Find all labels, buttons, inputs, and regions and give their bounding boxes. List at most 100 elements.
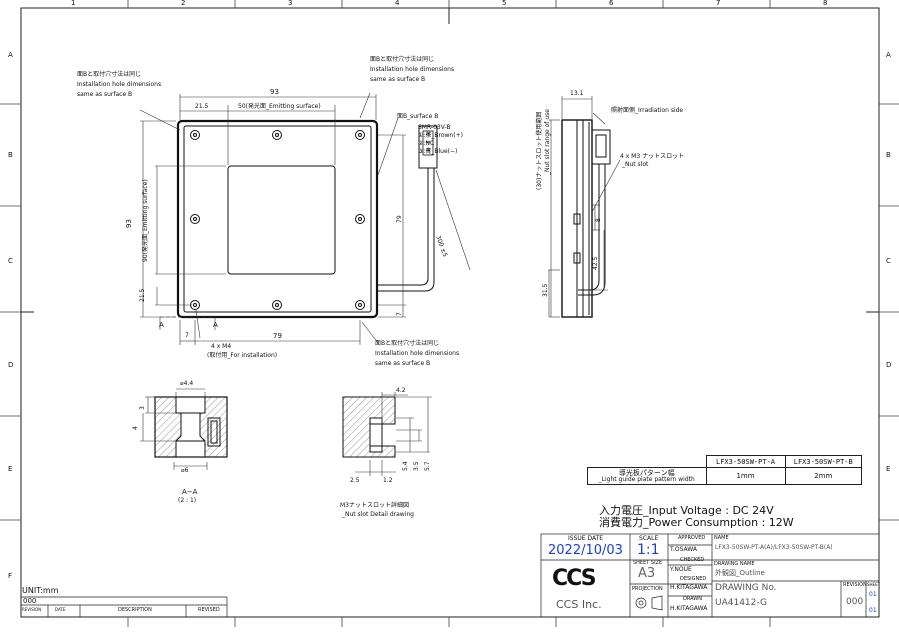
- company-logo: CCS: [552, 566, 597, 591]
- dim-8-side: 8: [595, 218, 602, 222]
- projection-label: PROJECTION: [632, 586, 663, 592]
- dim-7-bottom: 7: [185, 332, 189, 339]
- rev-col-description: DESCRIPTION: [118, 607, 152, 613]
- checked-label: CHECKED: [680, 557, 705, 563]
- scale-value: 1:1: [637, 542, 660, 558]
- col-label-6: 6: [609, 0, 614, 7]
- spec-power-consumption: 消費電力_Power Consumption : 12W: [599, 516, 794, 529]
- product-name: LFX3-50SW-PT-A(A)/LFX3-50SW-PT-B(A): [715, 544, 833, 551]
- row-label-d-right: D: [886, 361, 892, 369]
- designed-label: DESIGNED: [680, 576, 707, 582]
- connector-pin3: ③:青_Blue(−): [418, 148, 458, 155]
- dim-42-5: 42.5: [592, 256, 599, 270]
- col-label-1: 1: [71, 0, 76, 7]
- dim-3-section: 3: [139, 406, 146, 410]
- pattern-label-jp: 導光板パターン幅: [618, 468, 675, 477]
- dim-4-section: 4: [132, 426, 139, 430]
- dim-13-1: 13.1: [570, 90, 584, 97]
- nut-detail-title: M3ナットスロット詳細図: [340, 502, 409, 509]
- row-label-c: C: [8, 257, 13, 265]
- front-note-top-jp: 面Bと取付穴寸法は同じ: [370, 56, 435, 63]
- dim-93-left: 93: [125, 219, 133, 228]
- drawn-name: H.KITAGAWA: [670, 605, 708, 612]
- front-note-left-en1: Installation hole dimensions: [77, 81, 162, 88]
- dim-21-5-top: 21.5: [195, 103, 209, 110]
- row-label-a-right: A: [886, 51, 891, 59]
- col-label-4: 4: [395, 0, 400, 7]
- checked-name: Y.NOUE: [670, 566, 692, 573]
- drawing-no-label: DRAWING No.: [715, 583, 777, 593]
- connector-model: SMR-03V-B: [418, 124, 451, 131]
- issue-date-value: 2022/10/03: [548, 543, 623, 558]
- col-label-2: 2: [181, 0, 186, 7]
- nut-slot-label: 4 x M3 ナットスロット: [620, 153, 685, 160]
- front-note-top-en1: Installation hole dimensions: [370, 66, 455, 73]
- rev-col-date: DATE: [55, 607, 66, 612]
- col-label-7: 7: [716, 0, 721, 7]
- company-name: CCS Inc.: [556, 598, 602, 611]
- drawing-name-label: DRAWING NAME: [714, 561, 755, 567]
- rev-col-revised: REVISED: [198, 607, 220, 613]
- pattern-header-a: LFX3-50SW-PT-A: [705, 455, 786, 468]
- dim-5-7: 5.7: [424, 461, 431, 471]
- row-label-b-right: B: [886, 151, 891, 159]
- dim-5-4: 5.4: [402, 461, 409, 471]
- pattern-header-b: LFX3-50SW-PT-B: [784, 455, 862, 468]
- dim-dia-6: ⌀6: [181, 467, 189, 474]
- revision-entry: 000: [23, 597, 37, 605]
- sheet-number: 01: [869, 591, 877, 598]
- section-aa-title: A−A: [182, 488, 198, 496]
- front-note-left-jp: 面Bと取付穴寸法は同じ: [77, 71, 142, 78]
- row-label-b: B: [8, 151, 13, 159]
- revision-value: 000: [846, 597, 864, 607]
- dim-90-emitting: 90(発光面_Emitting surface): [142, 179, 149, 262]
- section-aa-scale: (2 : 1): [178, 497, 197, 504]
- section-mark-right: A: [213, 321, 218, 329]
- dim-1-2: 1.2: [383, 477, 393, 484]
- dim-21-5-left: 21.5: [139, 288, 146, 302]
- pattern-label-en: _Light guide plate pattern width: [598, 475, 695, 483]
- rev-col-revision: REVISION: [22, 607, 42, 612]
- nut-slot-range-en: _Nut slot range of use: [544, 109, 551, 175]
- sheet-size-label: SHEET SIZE: [633, 560, 663, 566]
- connector-pin2: ②:NC: [418, 140, 435, 147]
- row-label-f: F: [8, 572, 13, 580]
- section-mark-left: A: [159, 321, 164, 329]
- front-note-top-en2: same as surface B: [370, 76, 426, 83]
- dim-79-right: 79: [396, 215, 403, 223]
- spec-input-voltage: 入力電圧_Input Voltage : DC 24V: [599, 504, 774, 517]
- hole-note-spec: 4 x M4: [211, 343, 232, 350]
- dim-3-5: 3.5: [413, 461, 420, 471]
- front-note-left-en2: same as surface B: [77, 91, 133, 98]
- row-label-c-right: C: [886, 257, 891, 265]
- dim-79-bottom: 79: [273, 332, 282, 340]
- sheet-total: 01: [869, 607, 877, 614]
- surface-b-label: 面B_surface B: [397, 113, 439, 120]
- approved-name: T.OSAWA: [670, 546, 697, 553]
- dim-2-5: 2.5: [350, 477, 360, 484]
- designed-name: H.KITAGAWA: [670, 584, 708, 591]
- row-label-a: A: [8, 51, 13, 59]
- revision-label: REVISION: [843, 582, 867, 588]
- nut-slot-label-en: _Nut slot: [622, 161, 649, 168]
- irradiation-side-label: 照射面側_Irradiation side: [611, 107, 684, 114]
- dim-50-emitting: 50(発光面_Emitting surface): [238, 103, 321, 110]
- dim-dia-4-4: ⌀4.4: [180, 380, 194, 387]
- drawn-label: DRAWN: [683, 596, 702, 602]
- unit-label: UNIT:mm: [22, 586, 59, 595]
- front-note-bottom-en2: same as surface B: [375, 360, 431, 367]
- col-label-5: 5: [502, 0, 507, 7]
- name-label: NAME: [714, 535, 729, 541]
- col-label-8: 8: [823, 0, 828, 7]
- pattern-value-b: 2mm: [784, 467, 862, 485]
- approved-label: APPROVED: [678, 535, 706, 541]
- sheet-label: SHEET: [867, 582, 881, 587]
- col-label-3: 3: [288, 0, 293, 7]
- dim-31-5: 31.5: [542, 283, 549, 297]
- hole-note-purpose: (取付用_For installation): [207, 352, 278, 359]
- sheet-size-value: A3: [638, 566, 656, 581]
- row-label-e-right: E: [886, 465, 891, 473]
- pattern-value-a: 1mm: [705, 467, 786, 485]
